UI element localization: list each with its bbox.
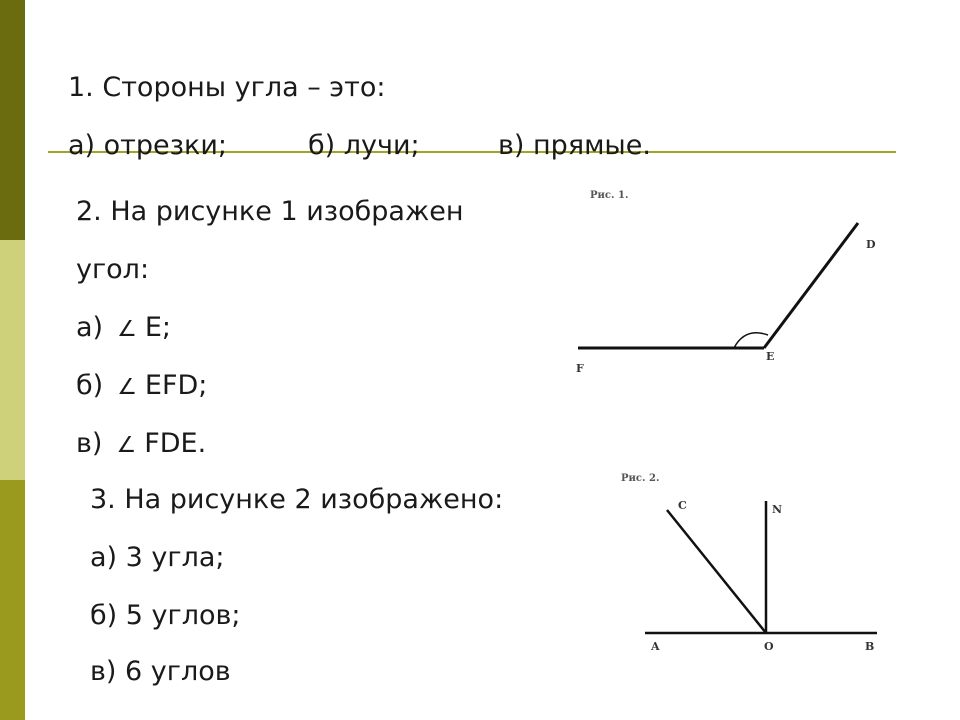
- side-bar-light: [0, 240, 25, 480]
- q1-option-b: б) лучи;: [308, 130, 420, 161]
- angle-icon: ∠: [116, 433, 137, 458]
- q2-option-b: б) ∠ EFD;: [76, 370, 207, 404]
- q3-option-c: в) 6 углов: [90, 656, 231, 687]
- q3-question: 3. На рисунке 2 изображено:: [90, 484, 504, 515]
- ray-ed: [762, 222, 860, 349]
- angle-icon: ∠: [117, 317, 137, 342]
- label-d: D: [866, 238, 876, 251]
- q2-option-a: а) ∠ E;: [76, 312, 171, 346]
- figure-2: Рис. 2. C N A O B: [621, 473, 877, 653]
- q2-option-b-value: EFD;: [144, 370, 208, 401]
- q1-option-a: а) отрезки;: [68, 130, 227, 161]
- label-n: N: [772, 503, 782, 516]
- q2-option-a-value: E;: [144, 312, 171, 343]
- q1-question: 1. Стороны угла – это:: [68, 72, 386, 103]
- label-f: F: [576, 362, 584, 375]
- figure-2-caption: Рис. 2.: [621, 473, 659, 484]
- label-a: A: [650, 640, 660, 653]
- figure-1: Рис. 1. F E D: [576, 190, 876, 375]
- q2-option-c-prefix: в): [76, 428, 103, 459]
- q1-option-c: в) прямые.: [498, 130, 651, 161]
- label-c: C: [678, 499, 687, 512]
- ray-oc: [666, 509, 767, 634]
- angle-icon: ∠: [117, 375, 137, 400]
- side-bar-dark: [0, 0, 25, 240]
- q2-line2: угол:: [76, 254, 150, 285]
- q3-option-b: б) 5 углов;: [90, 600, 241, 631]
- label-b: B: [865, 640, 874, 653]
- angle-arc: [733, 332, 769, 349]
- label-o: O: [764, 640, 774, 653]
- q2-option-a-prefix: а): [76, 312, 104, 343]
- label-e: E: [766, 350, 774, 363]
- q2-line1: 2. На рисунке 1 изображен: [76, 196, 464, 227]
- figure-1-caption: Рис. 1.: [590, 190, 628, 201]
- q2-option-c-value: FDE.: [144, 428, 207, 459]
- side-bar-mid: [0, 480, 25, 720]
- q2-option-c: в) ∠ FDE.: [76, 428, 206, 462]
- title-rule: [48, 151, 896, 153]
- q3-option-a: а) 3 угла;: [90, 542, 225, 573]
- q2-option-b-prefix: б): [76, 370, 104, 401]
